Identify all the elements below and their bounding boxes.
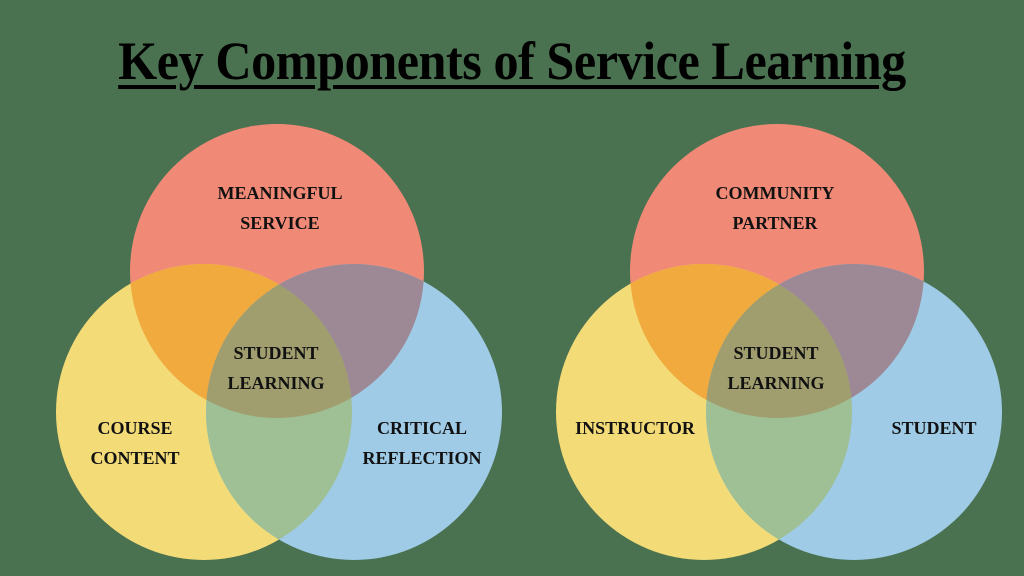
top-circle-label: COMMUNITY PARTNER [715,183,835,233]
venn-diagram-stakeholders: COMMUNITY PARTNER STUDENT LEARNING INSTR… [500,0,1012,576]
page-title: Key Components of Service Learning [118,31,906,91]
venn-circles [556,124,1002,560]
venn-diagram-components: MEANINGFUL SERVICE STUDENT LEARNING COUR… [56,124,502,560]
top-circle-label: MEANINGFUL SERVICE [217,183,343,233]
center-label: STUDENT LEARNING [227,343,325,393]
venn-circles [56,124,502,560]
left-circle-label: INSTRUCTOR [575,418,695,438]
right-circle-label: CRITICAL REFLECTION [362,418,482,468]
right-circle-label: STUDENT [891,418,977,438]
center-label: STUDENT LEARNING [727,343,825,393]
left-circle-label: COURSE CONTENT [90,418,180,468]
